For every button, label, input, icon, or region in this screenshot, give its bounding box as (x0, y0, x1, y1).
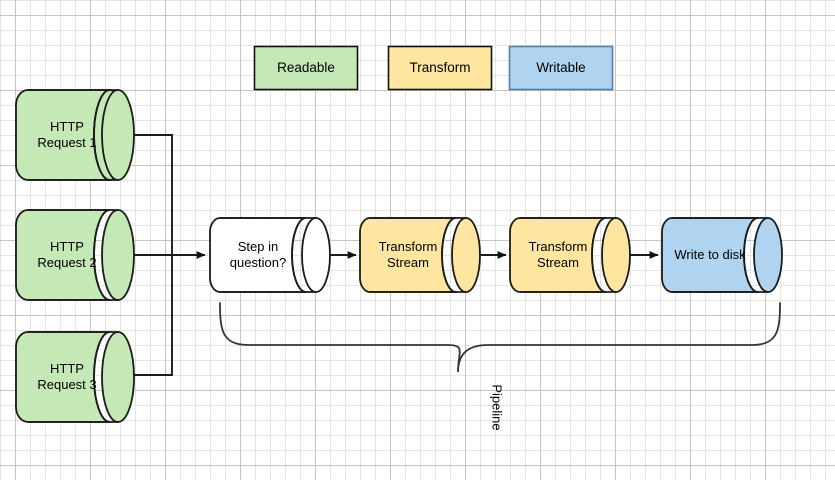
legend-swatch-readable (253, 45, 359, 91)
pipeline-brace (219, 302, 781, 373)
connector-fan-in (134, 134, 206, 376)
stage-cylinder-transform-1 (359, 217, 481, 293)
stage-cylinder-step-in-question (209, 217, 331, 293)
pipeline-brace-label: Pipeline (489, 384, 505, 431)
source-cylinder-2 (15, 209, 135, 301)
source-cylinder-1 (15, 89, 135, 181)
legend-swatch-writable (508, 45, 614, 91)
source-cylinder-3 (15, 331, 135, 423)
stage-cylinder-transform-2 (509, 217, 631, 293)
stage-cylinder-write-to-disk (661, 217, 783, 293)
legend-swatch-transform (387, 45, 493, 91)
